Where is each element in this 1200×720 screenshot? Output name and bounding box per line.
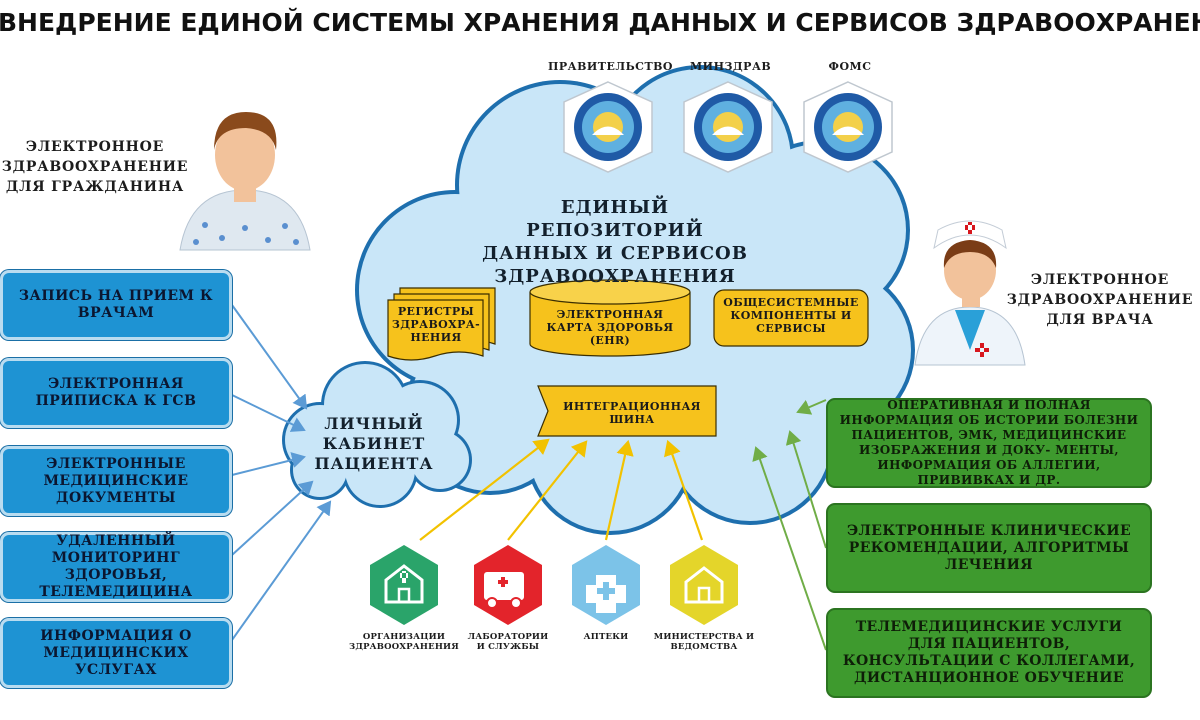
- doctor-label: ЭЛЕКТРОННОЕ ЗДРАВООХРАНЕНИЕ ДЛЯ ВРАЧА: [1006, 272, 1194, 328]
- institution-caption-labs: ЛАБОРАТОРИИ И СЛУЖБЫ: [467, 632, 549, 652]
- integration-bus-label: ИНТЕГРАЦИОННАЯ ШИНА: [563, 400, 701, 426]
- citizen-service-gsv-enrollment[interactable]: ЭЛЕКТРОННАЯ ПРИПИСКА К ГСВ: [0, 358, 232, 428]
- page-title-text: ВНЕДРЕНИЕ ЕДИНОЙ СИСТЕМЫ ХРАНЕНИЯ ДАННЫХ…: [0, 8, 1200, 37]
- doctor-service-telemedicine[interactable]: ТЕЛЕМЕДИЦИНСКИЕ УСЛУГИ ДЛЯ ПАЦИЕНТОВ, КО…: [826, 608, 1152, 698]
- citizen-service-info[interactable]: ИНФОРМАЦИЯ О МЕДИЦИНСКИХ УСЛУГАХ: [0, 618, 232, 688]
- ehr-label: ЭЛЕКТРОННАЯ КАРТА ЗДОРОВЬЯ (EHR): [546, 308, 674, 347]
- citizen-service-telemedicine[interactable]: УДАЛЕННЫЙ МОНИТОРИНГ ЗДОРОВЬЯ, ТЕЛЕМЕДИЦ…: [0, 532, 232, 602]
- authority-label-foms: ФОМС: [828, 60, 872, 73]
- institution-hex-health-orgs: [370, 545, 438, 625]
- registries-label: РЕГИСТРЫ ЗДРАВОХРА- НЕНИЯ: [391, 305, 481, 344]
- patient-cabinet-label: ЛИЧНЫЙ КАБИНЕТ ПАЦИЕНТА: [314, 414, 434, 473]
- institution-hex-labs: [474, 545, 542, 625]
- seal-government: [563, 81, 653, 173]
- integration-bus-box: [537, 385, 717, 437]
- page-title: ВНЕДРЕНИЕ ЕДИНОЙ СИСТЕМЫ ХРАНЕНИЯ ДАННЫХ…: [0, 2, 1200, 42]
- institution-caption-health-orgs: ОРГАНИЗАЦИИ ЗДРАВООХРАНЕНИЯ: [349, 632, 459, 652]
- registries-icon: [387, 287, 496, 361]
- institution-caption-ministries: МИНИСТЕРСТВА И ВЕДОМСТВА: [653, 632, 755, 652]
- authority-label-government: ПРАВИТЕЛЬСТВО: [548, 60, 674, 73]
- doctor-service-clinical-guidelines[interactable]: ЭЛЕКТРОННЫЕ КЛИНИЧЕСКИЕ РЕКОМЕНДАЦИИ, АЛ…: [826, 503, 1152, 593]
- common-components-box: [713, 289, 869, 347]
- common-components-label: ОБЩЕСИСТЕМНЫЕ КОМПОНЕНТЫ И СЕРВИСЫ: [723, 296, 859, 335]
- citizen-avatar: [179, 112, 311, 251]
- seal-foms: [803, 81, 893, 173]
- doctor-arrows: [752, 399, 827, 651]
- institution-caption-pharmacies: АПТЕКИ: [583, 632, 629, 642]
- citizen-service-appointment[interactable]: ЗАПИСЬ НА ПРИЕМ К ВРАЧАМ: [0, 270, 232, 340]
- citizen-label: ЭЛЕКТРОННОЕ ЗДРАВООХРАНЕНИЕ ДЛЯ ГРАЖДАНИ…: [1, 139, 189, 195]
- institution-arrows: [419, 438, 704, 541]
- institution-hex-ministries: [670, 545, 738, 625]
- doctor-service-patient-history[interactable]: ОПЕРАТИВНАЯ И ПОЛНАЯ ИНФОРМАЦИЯ ОБ ИСТОР…: [826, 398, 1152, 488]
- doctor-avatar: [914, 220, 1026, 366]
- citizen-arrows: [231, 304, 332, 641]
- seal-minzdrav: [683, 81, 773, 173]
- citizen-service-medical-documents[interactable]: ЭЛЕКТРОННЫЕ МЕДИЦИНСКИЕ ДОКУМЕНТЫ: [0, 446, 232, 516]
- institution-hex-pharmacies: [572, 545, 640, 625]
- authority-label-minzdrav: МИНЗДРАВ: [690, 60, 772, 73]
- cloud-title: ЕДИНЫЙ РЕПОЗИТОРИЙ ДАННЫХ И СЕРВИСОВ ЗДР…: [482, 197, 748, 287]
- ehr-database-icon: [529, 279, 691, 357]
